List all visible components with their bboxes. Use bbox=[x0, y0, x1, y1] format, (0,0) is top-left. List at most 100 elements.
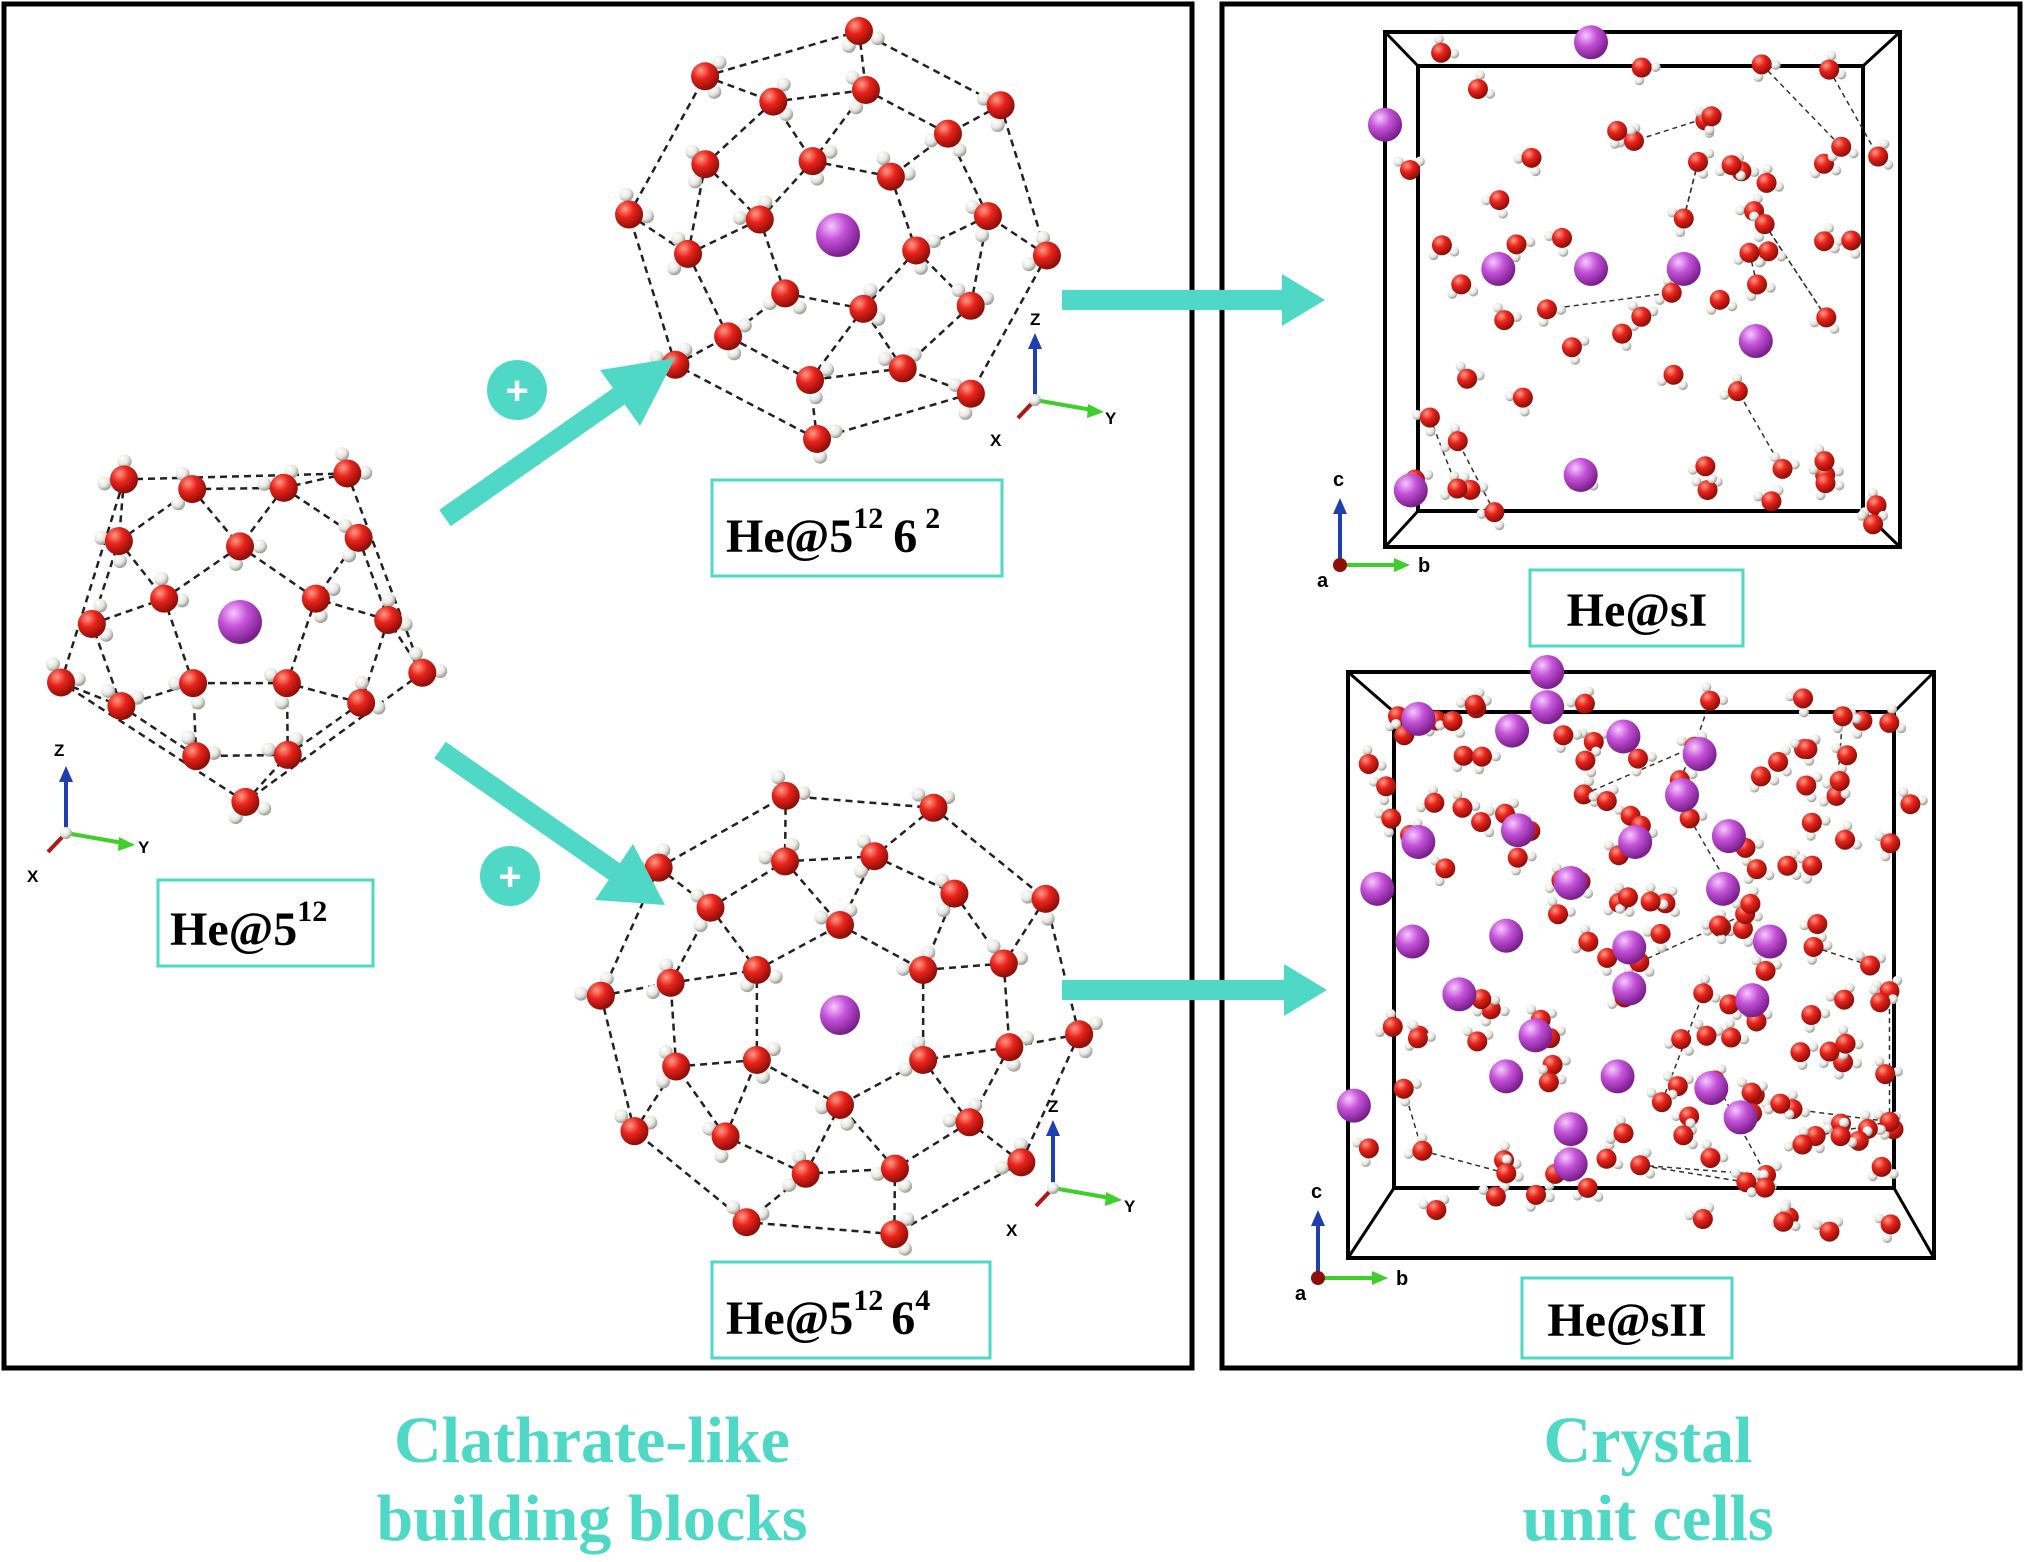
hydrogen-atom bbox=[1379, 795, 1390, 806]
hydrogen-atom bbox=[1511, 1158, 1522, 1169]
hydrogen-atom bbox=[1013, 1137, 1028, 1152]
hydrogen-atom bbox=[92, 598, 107, 613]
hydrogen-bond bbox=[953, 892, 1005, 965]
oxygen-atom bbox=[1860, 955, 1881, 976]
hydrogen-atom bbox=[1499, 1141, 1510, 1152]
oxygen-atom bbox=[1863, 514, 1884, 535]
oxygen-atom bbox=[1814, 451, 1835, 472]
hydrogen-atom bbox=[1634, 75, 1645, 86]
oxygen-atom bbox=[1679, 808, 1700, 829]
hydrogen-atom bbox=[1591, 746, 1602, 757]
hydrogen-atom bbox=[1455, 727, 1466, 738]
helium-atom bbox=[1618, 824, 1653, 859]
hydrogen-atom bbox=[228, 556, 243, 571]
hydrogen-atom bbox=[1474, 70, 1485, 81]
hydrogen-bond bbox=[1828, 69, 1879, 157]
helium-atom bbox=[1574, 251, 1608, 286]
oxygen-atom bbox=[1835, 829, 1856, 850]
hydrogen-atom bbox=[1544, 1192, 1555, 1203]
oxygen-atom bbox=[1701, 106, 1722, 127]
hydrogen-atom bbox=[870, 31, 885, 46]
hydrogen-atom bbox=[1490, 751, 1501, 762]
hydrogen-atom bbox=[1376, 760, 1387, 771]
helium-atom bbox=[816, 213, 860, 257]
axis-triad-512: Z Y X bbox=[27, 741, 150, 886]
hydrogen-bond bbox=[858, 29, 1002, 107]
hydrogen-atom bbox=[688, 174, 703, 189]
label-512: He@512 bbox=[156, 878, 375, 968]
oxygen-atom bbox=[989, 949, 1018, 978]
hydrogen-atom bbox=[1603, 840, 1614, 851]
hydrogen-bond bbox=[1815, 1120, 1890, 1137]
hydrogen-atom bbox=[97, 476, 112, 491]
helium-atom bbox=[1694, 1071, 1729, 1106]
oxygen-atom bbox=[1381, 808, 1402, 829]
oxygen-atom bbox=[1755, 960, 1776, 981]
hydrogen-atom bbox=[995, 1160, 1010, 1175]
hydrogen-atom bbox=[1887, 704, 1898, 715]
svg-text:He@sI: He@sI bbox=[1567, 584, 1708, 637]
arrow-512-to-51264 bbox=[434, 741, 665, 905]
hydrogen-atom bbox=[257, 801, 272, 816]
oxygen-atom bbox=[182, 742, 211, 771]
hydrogen-atom bbox=[952, 143, 967, 158]
oxygen-atom bbox=[1870, 992, 1891, 1013]
oxygen-atom bbox=[1525, 1184, 1546, 1205]
oxygen-atom bbox=[1721, 1027, 1742, 1048]
oxygen-atom bbox=[1426, 1199, 1447, 1220]
oxygen-atom bbox=[1830, 1126, 1851, 1147]
hydrogen-bond bbox=[120, 705, 197, 758]
water-molecules bbox=[615, 17, 1061, 464]
hydrogen-atom bbox=[990, 118, 1005, 133]
hydrogen-atom bbox=[1823, 1116, 1834, 1127]
oxygen-atom bbox=[408, 658, 437, 687]
helium-atom bbox=[1401, 701, 1436, 736]
hydrogen-atom bbox=[1917, 795, 1928, 806]
hydrogen-atom bbox=[1609, 138, 1620, 149]
hydrogen-atom bbox=[1805, 830, 1816, 841]
hydrogen-atom bbox=[1374, 1027, 1385, 1038]
hydrogen-atom bbox=[181, 730, 196, 745]
water-molecules bbox=[573, 770, 1103, 1256]
svg-text:X: X bbox=[1006, 1221, 1018, 1240]
hydrogen-atom bbox=[1675, 227, 1686, 238]
oxygen-atom bbox=[1802, 855, 1823, 876]
hydrogen-atom bbox=[1020, 1031, 1035, 1046]
hydrogen-atom bbox=[815, 1100, 830, 1115]
oxygen-atom bbox=[1814, 231, 1835, 252]
svg-text:He@sII: He@sII bbox=[1547, 1294, 1706, 1347]
hydrogen-atom bbox=[1676, 735, 1687, 746]
hydrogen-atom bbox=[1684, 1210, 1695, 1221]
oxygen-atom bbox=[47, 668, 76, 697]
hydrogen-atom bbox=[1783, 1141, 1794, 1152]
hydrogen-atom bbox=[1484, 806, 1495, 817]
oxygen-atom bbox=[1732, 918, 1753, 939]
oxygen-atom bbox=[1693, 983, 1714, 1004]
oxygen-atom bbox=[1832, 706, 1853, 727]
hydrogen-atom bbox=[619, 187, 634, 202]
plus-sign-bottom: + bbox=[480, 846, 540, 906]
oxygen-atom bbox=[851, 75, 880, 104]
hydrogen-atom bbox=[1879, 138, 1890, 149]
svg-text:X: X bbox=[990, 431, 1002, 450]
hydrogen-atom bbox=[1490, 994, 1501, 1005]
helium-atom bbox=[1706, 871, 1741, 906]
hydrogen-bond bbox=[709, 860, 786, 909]
oxygen-atom bbox=[1471, 746, 1492, 767]
oxygen-atom bbox=[1875, 1064, 1896, 1085]
hydrogen-atom bbox=[1716, 934, 1727, 945]
hydrogen-atom bbox=[1888, 1169, 1899, 1180]
helium-atom bbox=[1530, 690, 1565, 725]
helium-atom bbox=[1336, 1088, 1371, 1123]
hydrogen-bond bbox=[674, 363, 818, 441]
svg-text:c: c bbox=[1311, 1181, 1322, 1203]
hydrogen-atom bbox=[1492, 302, 1503, 313]
hydrogen-atom bbox=[1560, 1055, 1571, 1066]
hydrogen-atom bbox=[335, 447, 350, 462]
hydrogen-atom bbox=[1701, 682, 1712, 693]
hydrogen-atom bbox=[1833, 466, 1844, 477]
hydrogen-atom bbox=[1758, 1169, 1769, 1180]
hydrogen-atom bbox=[1571, 943, 1582, 954]
helium-atom bbox=[1530, 655, 1565, 689]
